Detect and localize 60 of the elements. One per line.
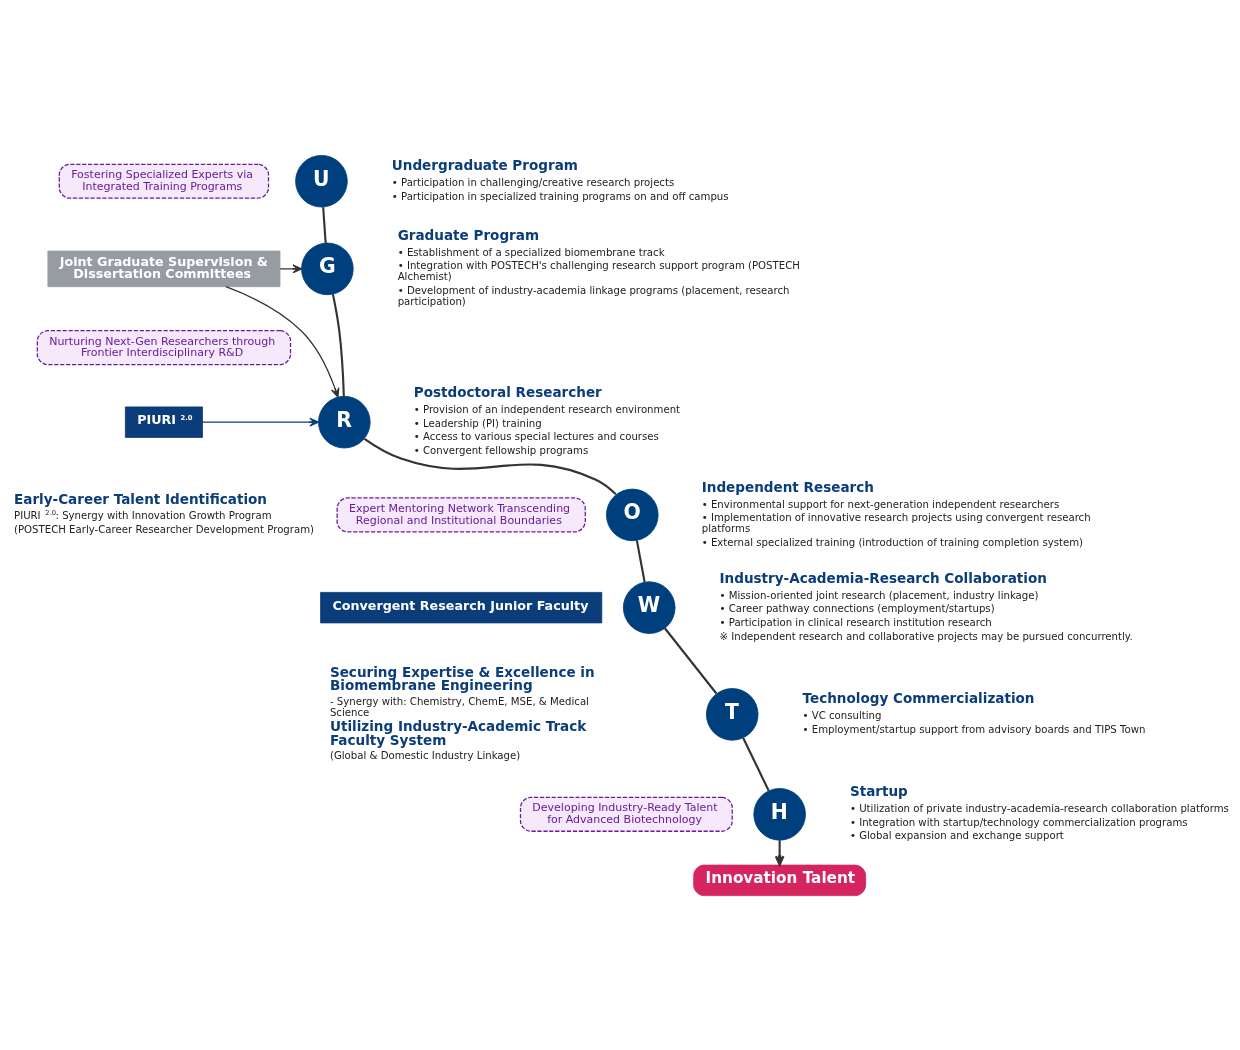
node-box: Developing Industry-Ready Talent for Advanced Biotechnology xyxy=(519,796,733,832)
node-label: Postdoctoral Researcher xyxy=(413,383,602,400)
connector xyxy=(742,737,770,791)
node-box: Joint Graduate Supervision & Dissertation Committees xyxy=(47,250,281,287)
connector xyxy=(635,539,646,582)
node-label: • Career pathway connections (employment/startups) xyxy=(719,602,995,614)
node-label: • Utilization of private industry-academia-research collaboration platforms xyxy=(849,802,1229,814)
node-label: • Participation in clinical research institution research xyxy=(719,616,992,628)
arrow xyxy=(774,839,785,866)
node-label: • Integration with POSTECH's challenging research support program (POSTECH Alchemist) xyxy=(397,259,800,282)
node-box: Innovation Talent xyxy=(693,864,867,896)
node-circle: T xyxy=(705,687,759,741)
node-label: • Participation in specialized training programs on and off campus xyxy=(391,190,729,202)
node-label: • Access to various special lectures and courses xyxy=(413,430,659,442)
connector xyxy=(664,627,718,694)
connector xyxy=(331,293,345,396)
node-label: PIURI $^{2.0}$: Synergy with Innovation Growth Program xyxy=(14,508,272,521)
node-box: Convergent Research Junior Faculty xyxy=(320,591,603,623)
node-label: • Leadership (PI) training xyxy=(413,417,542,429)
connector xyxy=(322,206,327,243)
arrow xyxy=(202,417,319,427)
arrow xyxy=(225,285,340,398)
node-label: ※ Independent research and collaborative projects may be pursued concurrently. xyxy=(719,630,1133,641)
node-label: Securing Expertise & Excellence in Biomembrane Engineering xyxy=(329,663,595,693)
node-label: • Provision of an independent research environment xyxy=(413,403,681,415)
node-label: Technology Commercialization xyxy=(802,689,1035,706)
node-label: Utilizing Industry-Academic Track Faculty System xyxy=(329,717,587,748)
node-circle: H xyxy=(753,787,806,841)
node-label: • Environmental support for next-generation independent researchers xyxy=(701,498,1060,510)
node-label: (POSTECH Early-Career Researcher Development Program) xyxy=(14,523,315,535)
node-label: • Implementation of innovative research projects using convergent research platforms xyxy=(701,511,1091,534)
node-label: (Global & Domestic Industry Linkage) xyxy=(329,749,521,761)
node-label: Undergraduate Program xyxy=(391,156,578,173)
node-label: • Integration with startup/technology commercialization programs xyxy=(849,816,1188,828)
node-label: • Global expansion and exchange support xyxy=(849,829,1064,841)
node-label: • VC consulting xyxy=(802,709,882,721)
node-circle: R xyxy=(318,395,371,448)
node-label: - Synergy with: Chemistry, ChemE, MSE, & Medical Science xyxy=(329,695,589,718)
node-box: Nurturing Next-Gen Researchers through Frontier Interdisciplinary R&D xyxy=(36,329,292,365)
node-label: • External specialized training (introduction of training completion system) xyxy=(701,536,1084,548)
node-label: Industry-Academia-Research Collaboration xyxy=(719,569,1047,586)
node-label: • Participation in challenging/creative research projects xyxy=(391,176,675,188)
node-circle: G xyxy=(301,242,354,295)
node-circle: U xyxy=(295,154,348,207)
node-label: • Mission-oriented joint research (placement, industry linkage) xyxy=(719,589,1039,601)
node-label: • Development of industry-academia linkage programs (placement, research participation) xyxy=(397,284,790,307)
node-box: PIURI $^{2.0}$ xyxy=(124,406,203,438)
arrow xyxy=(279,263,303,273)
node-circle: O xyxy=(606,488,659,541)
node-box: Expert Mentoring Network Transcending Regional and Institutional Boundaries xyxy=(336,496,586,532)
node-label: • Convergent fellowship programs xyxy=(413,444,589,456)
node-label: Early-Career Talent Identification xyxy=(14,490,268,507)
node-box: Fostering Specialized Experts via Integrated Training Programs xyxy=(58,163,270,199)
connector xyxy=(363,437,617,495)
node-label: Startup xyxy=(849,782,908,799)
node-circle: W xyxy=(622,580,676,634)
node-label: Independent Research xyxy=(701,478,874,495)
node-label: • Employment/startup support from advisory boards and TIPS Town xyxy=(802,723,1146,735)
node-label: • Establishment of a specialized biomembrane track xyxy=(397,246,665,258)
node-label: Graduate Program xyxy=(397,226,540,243)
